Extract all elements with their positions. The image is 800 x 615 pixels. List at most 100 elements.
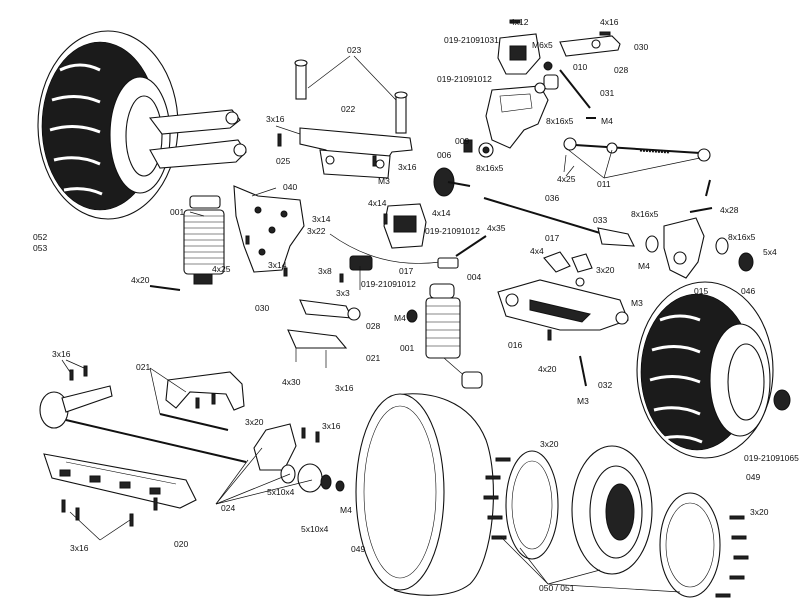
label-3x20-c: 3x20 [540, 439, 559, 449]
label-3x16-e: 3x16 [322, 421, 341, 431]
shock-tower-assembly [275, 59, 413, 179]
label-022: 022 [341, 104, 355, 114]
label-028-mid: 028 [366, 321, 380, 331]
label-025: 025 [276, 156, 290, 166]
label-m3-b: M3 [631, 298, 643, 308]
label-049-b: 049 [746, 472, 760, 482]
label-021-a: 021 [366, 353, 380, 363]
label-3x3: 3x3 [336, 288, 350, 298]
label-024: 024 [221, 503, 235, 513]
label-5x10x4-b: 5x10x4 [301, 524, 329, 534]
label-4x20-a: 4x20 [131, 275, 150, 285]
label-019-21091065: 019-21091065 [744, 453, 799, 463]
label-010: 010 [573, 62, 587, 72]
label-4x25-a: 4x25 [557, 174, 576, 184]
wheel-tire-rear-right [636, 281, 791, 459]
label-4x4: 4x4 [530, 246, 544, 256]
label-033: 033 [593, 215, 607, 225]
wheel-rim-parts [483, 445, 749, 598]
label-8x16x5-b: 8x16x5 [476, 163, 504, 173]
front-bumper-assembly [39, 371, 247, 509]
part-labels: 4x12 4x16 019-21091031 M6x5 030 023 010 … [33, 17, 799, 593]
label-019-21091012-bot: 019-21091012 [361, 279, 416, 289]
label-3x16-c: 3x16 [335, 383, 354, 393]
label-004: 004 [467, 272, 481, 282]
label-m4-d: M4 [340, 505, 352, 515]
label-036: 036 [545, 193, 559, 203]
label-023: 023 [347, 45, 361, 55]
tire-049 [355, 393, 494, 596]
label-030-top: 030 [634, 42, 648, 52]
wheel-tire-front-left [37, 30, 179, 220]
driveshaft-036 [483, 197, 635, 247]
front-hub-024 [253, 423, 345, 493]
label-017-b: 017 [399, 266, 413, 276]
screws [61, 19, 611, 527]
label-019-21091012-top: 019-21091012 [437, 74, 492, 84]
label-4x35: 4x35 [487, 223, 506, 233]
rear-lower-arm-016 [497, 279, 629, 387]
label-3x14: 3x14 [312, 214, 331, 224]
label-3x16-b: 3x16 [398, 162, 417, 172]
label-4x14-a: 4x14 [368, 198, 387, 208]
shock-tower-040 [233, 185, 305, 273]
label-4x25-b: 4x25 [212, 264, 231, 274]
label-019-21091031: 019-21091031 [444, 35, 499, 45]
label-052: 052 [33, 232, 47, 242]
label-m3-c: M3 [577, 396, 589, 406]
label-4x20-b: 4x20 [538, 364, 557, 374]
pin-004 [437, 235, 487, 269]
label-011: 011 [597, 179, 611, 189]
rear-hub-carrier [645, 207, 754, 279]
label-001-b: 001 [400, 343, 414, 353]
label-019-21091012-mid: 019-21091012 [425, 226, 480, 236]
label-4x30: 4x30 [282, 377, 301, 387]
label-3x8: 3x8 [318, 266, 332, 276]
label-021-b: 021 [136, 362, 150, 372]
label-8x16x5-c: 8x16x5 [631, 209, 659, 219]
label-3x16-d: 3x16 [52, 349, 71, 359]
label-8x16x5-a: 8x16x5 [546, 116, 574, 126]
label-031: 031 [600, 88, 614, 98]
label-3x20-b: 3x20 [245, 417, 264, 427]
label-001-a: 001 [170, 207, 184, 217]
label-3x20-a: 3x20 [596, 265, 615, 275]
label-032: 032 [598, 380, 612, 390]
label-016: 016 [508, 340, 522, 350]
center-shock-absorber [406, 283, 483, 389]
label-m4-c: M4 [394, 313, 406, 323]
mount-plates-030 [287, 299, 361, 368]
label-046: 046 [741, 286, 755, 296]
label-4x12: 4x12 [510, 17, 529, 27]
label-4x28: 4x28 [720, 205, 739, 215]
label-3x16-f: 3x16 [70, 543, 89, 553]
label-049-a: 049 [351, 544, 365, 554]
label-m4-a: M4 [601, 116, 613, 126]
label-4x16-top: 4x16 [600, 17, 619, 27]
label-4x14-b: 4x14 [432, 208, 451, 218]
center-bracket [329, 203, 441, 271]
left-shock-absorber [183, 195, 225, 285]
label-8x16x5-d: 8x16x5 [728, 232, 756, 242]
label-015: 015 [694, 286, 708, 296]
front-bulkhead-assembly [433, 33, 621, 197]
label-030-mid: 030 [255, 303, 269, 313]
label-020: 020 [174, 539, 188, 549]
label-017-a: 017 [545, 233, 559, 243]
leader-lines [61, 55, 701, 593]
front-arm-assembly [148, 109, 247, 169]
label-3x16-a: 3x16 [266, 114, 285, 124]
turnbuckle-link-assembly [563, 117, 711, 197]
label-028-top: 028 [614, 65, 628, 75]
label-3x22: 3x22 [307, 226, 326, 236]
label-m4-b: M4 [638, 261, 650, 271]
label-053: 053 [33, 243, 47, 253]
label-5x4: 5x4 [763, 247, 777, 257]
label-050-051: 050 / 051 [539, 583, 575, 593]
label-5x10x4-a: 5x10x4 [267, 487, 295, 497]
label-009: 009 [455, 136, 469, 146]
steering-parts-017 [543, 251, 593, 287]
label-040: 040 [283, 182, 297, 192]
label-3x14-b: 3x14 [268, 260, 287, 270]
